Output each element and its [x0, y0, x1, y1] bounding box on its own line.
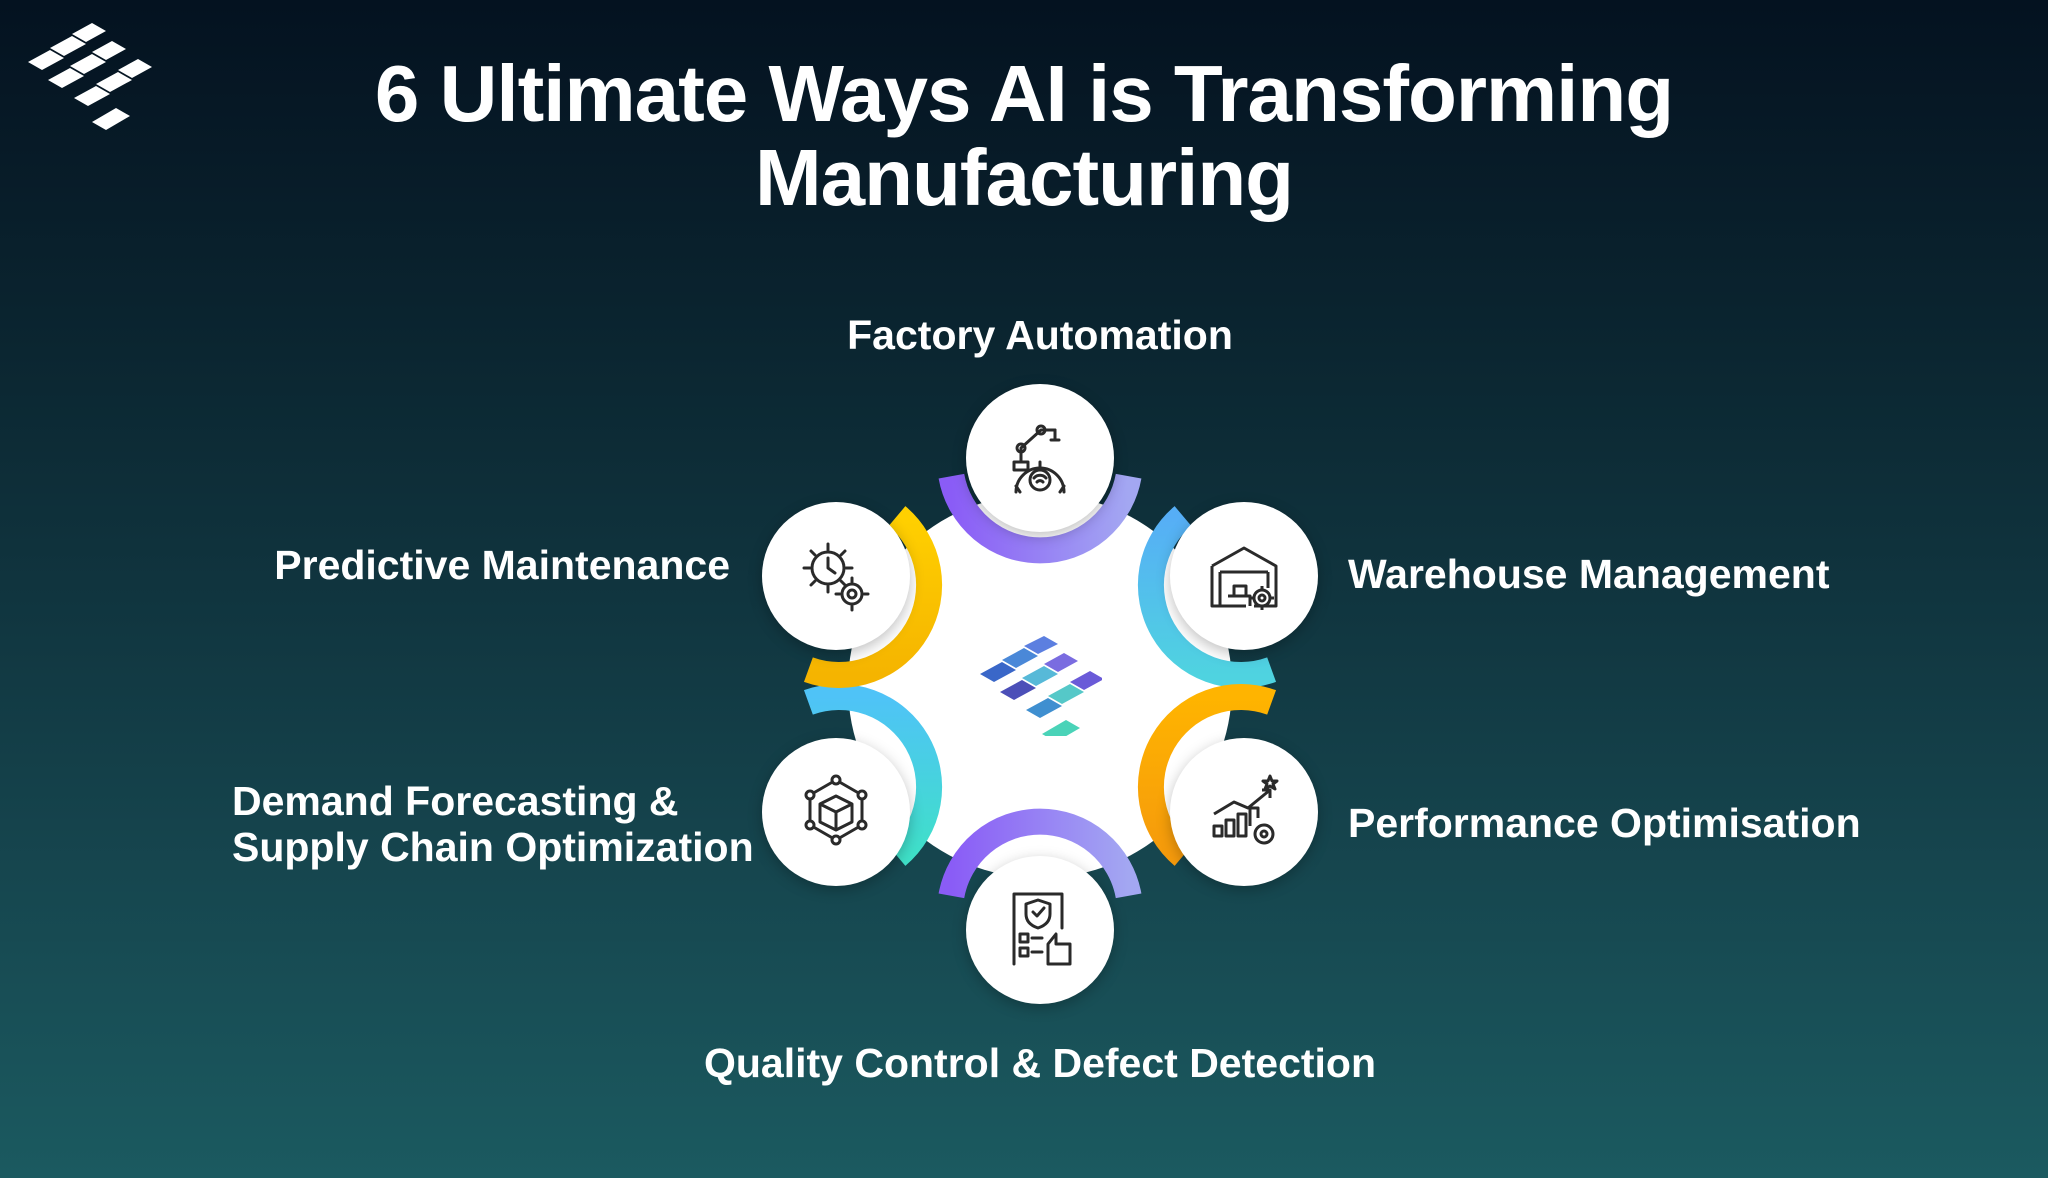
network-box-icon [804, 774, 868, 846]
node-performance-optimisation [1170, 738, 1318, 886]
ring-arc-demand-forecasting [803, 684, 943, 866]
ring-arc-quality-control [938, 808, 1142, 899]
node-demand-forecasting [762, 738, 910, 886]
bar-chart-growth-icon [1212, 774, 1279, 845]
node-factory-automation [966, 384, 1114, 532]
node-quality-control [966, 856, 1114, 1004]
center-brand-logo-icon [980, 636, 1102, 736]
label-quality-control: Quality Control & Defect Detection [703, 1040, 1376, 1086]
node-predictive-maintenance [762, 502, 910, 650]
warehouse-gear-icon [1210, 546, 1278, 610]
ring-arc-predictive-maintenance [803, 506, 943, 688]
label-demand-forecasting: Demand Forecasting & Supply Chain Optimi… [232, 778, 754, 870]
ring-arc-performance-optimisation [1137, 684, 1277, 866]
node-warehouse-management [1170, 502, 1318, 650]
shield-checklist-thumbs-up-icon [1012, 892, 1072, 966]
ring-arc-factory-automation [938, 473, 1142, 564]
page-title: 6 Ultimate Ways AI is Transforming Manuf… [374, 49, 1674, 222]
brand-logo-icon [28, 23, 152, 130]
label-factory-automation: Factory Automation [847, 312, 1233, 358]
label-performance-optimisation: Performance Optimisation [1348, 800, 1861, 846]
hub-circle [848, 494, 1232, 878]
label-warehouse-management: Warehouse Management [1348, 551, 1830, 597]
label-predictive-maintenance: Predictive Maintenance [274, 542, 730, 588]
gears-clock-icon [802, 542, 870, 612]
ring-arc-warehouse-management [1137, 506, 1277, 688]
robot-arm-gear-icon [1012, 424, 1066, 494]
